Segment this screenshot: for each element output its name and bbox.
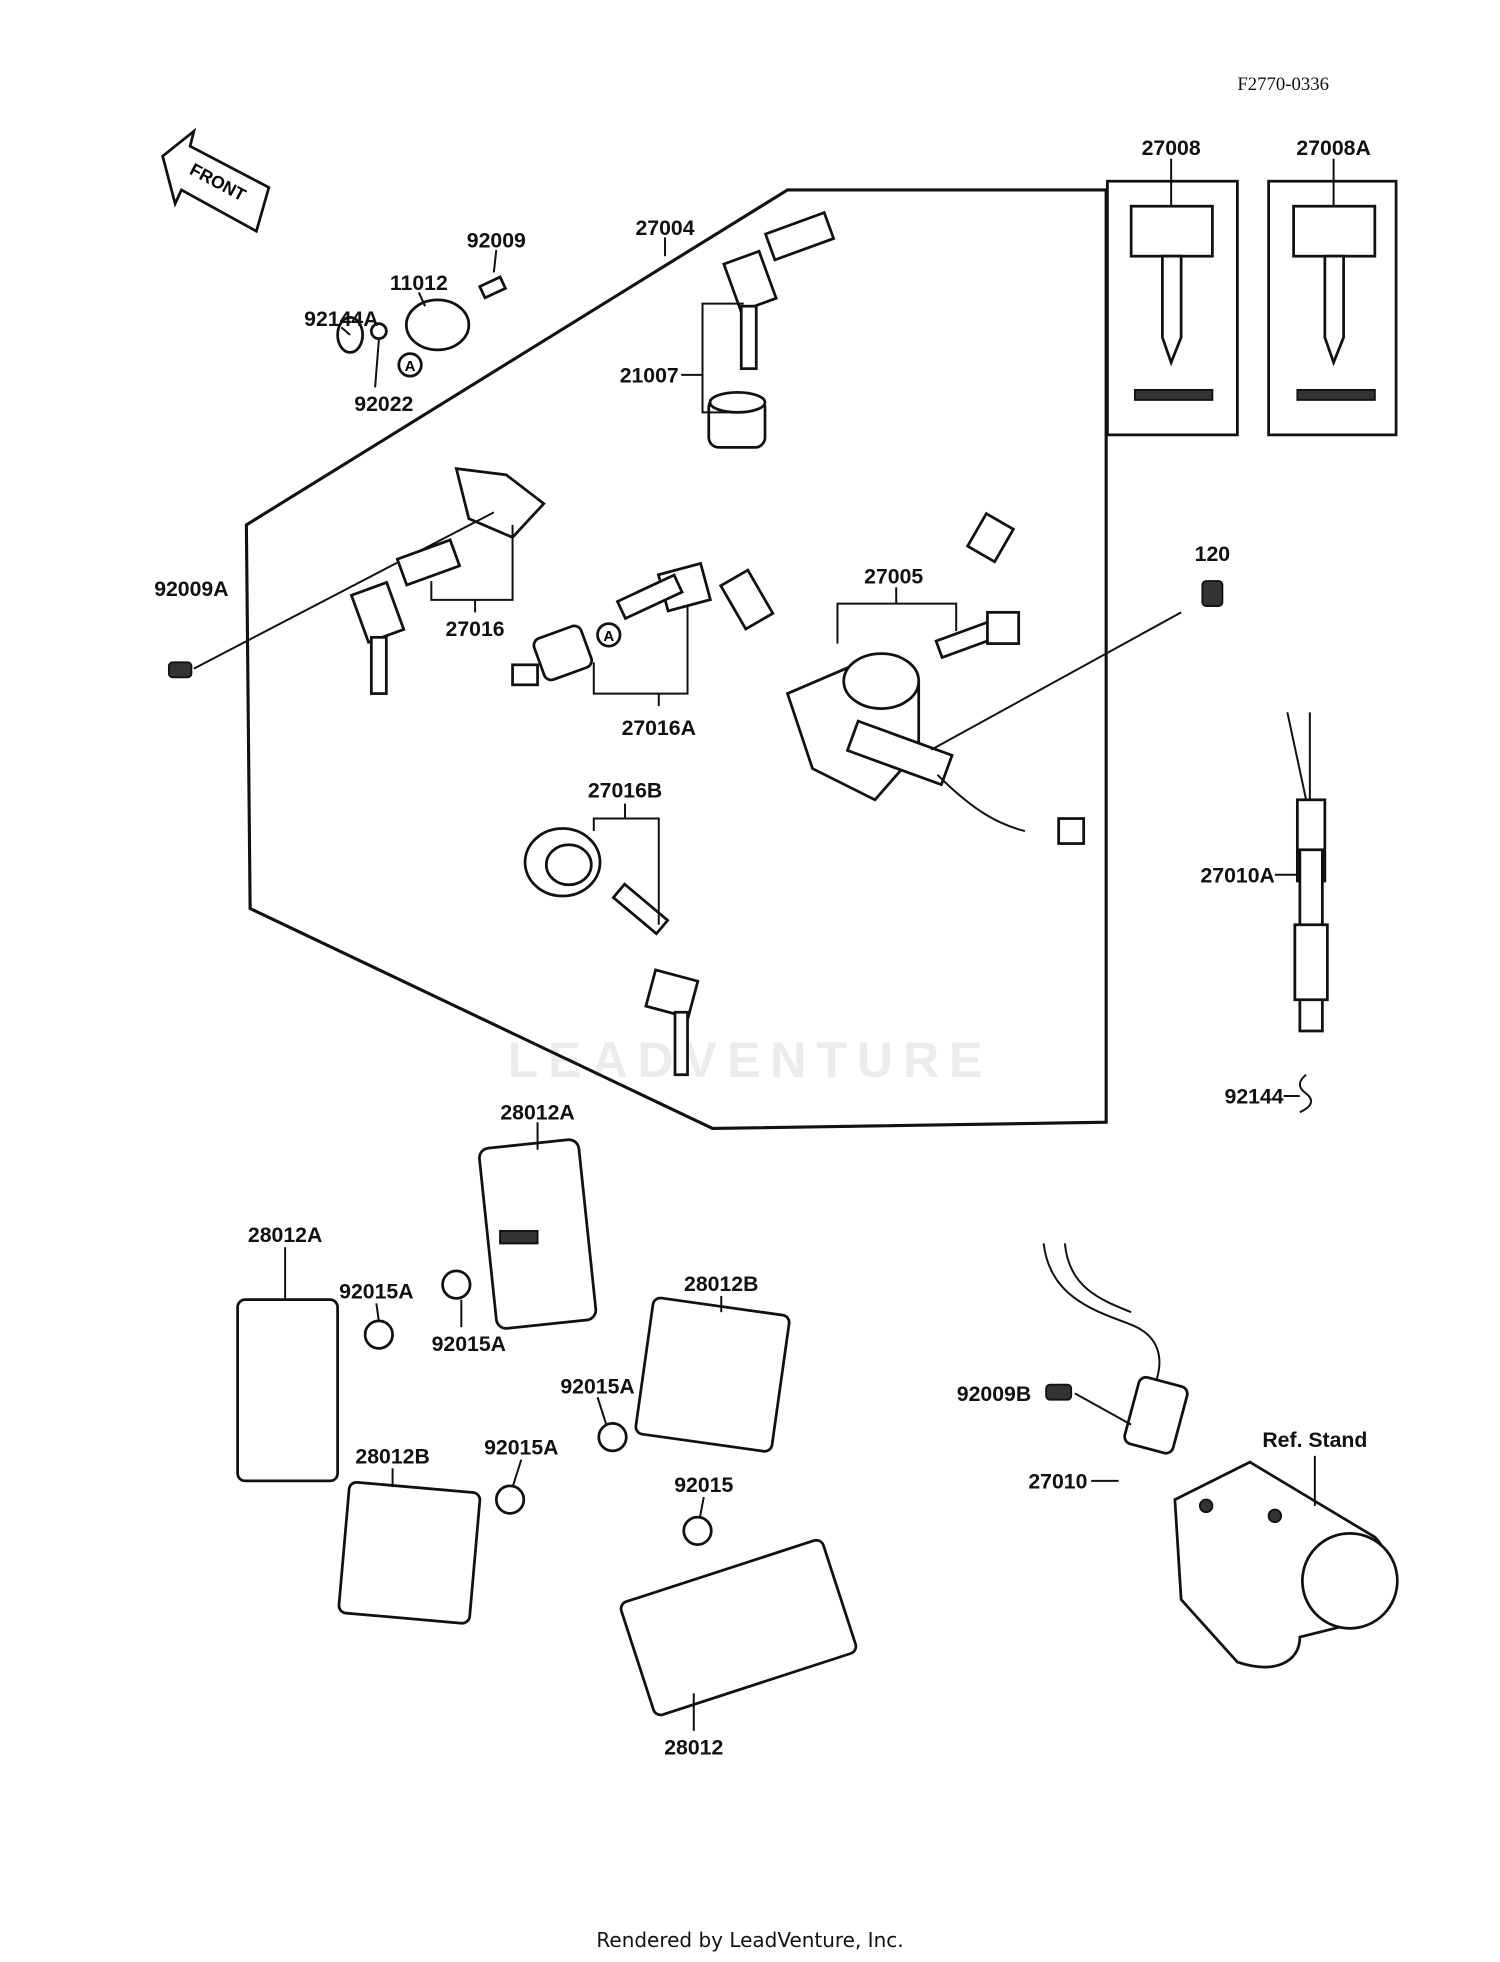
reflector-28012A-top: [478, 1122, 598, 1330]
reflector-28012A-left: [236, 1247, 339, 1483]
part-27005: [785, 511, 1224, 845]
key-27008: [1106, 158, 1239, 437]
label-27016A: 27016A: [622, 716, 696, 740]
label-92015A-4: 92015A: [484, 1436, 558, 1460]
label-92015A-2: 92015A: [432, 1332, 506, 1356]
label-28012: 28012: [664, 1736, 723, 1760]
label-92015A-1: 92015A: [339, 1279, 413, 1303]
front-arrow-icon: FRONT: [161, 127, 271, 234]
label-27008A: 27008A: [1296, 136, 1370, 160]
label-28012A-left: 28012A: [248, 1223, 322, 1247]
label-92144A: 92144A: [304, 307, 378, 331]
reflector-28012B-left: [337, 1468, 482, 1625]
label-28012B-right: 28012B: [684, 1272, 758, 1296]
callout-letter: A: [603, 628, 614, 645]
diagram-code: F2770-0336: [1237, 74, 1329, 95]
callout-a-1: A: [397, 352, 423, 378]
label-27008: 27008: [1142, 136, 1201, 160]
label-11012: 11012: [390, 271, 448, 295]
label-92022: 92022: [354, 392, 413, 416]
label-28012A-top: 28012A: [500, 1101, 574, 1125]
label-92144: 92144: [1225, 1084, 1284, 1108]
label-21007: 21007: [620, 363, 679, 387]
part-27016: [167, 467, 546, 695]
nuts-92015: [363, 1269, 713, 1546]
part-27010-stand-switch: [1042, 1243, 1399, 1669]
reflector-28012: [619, 1538, 858, 1731]
label-92015A-3: 92015A: [560, 1374, 634, 1398]
label-27016B: 27016B: [588, 778, 662, 802]
key-27008A: [1267, 158, 1398, 437]
label-27016: 27016: [446, 617, 505, 641]
label-ref-stand: Ref. Stand: [1262, 1428, 1367, 1452]
part-27016A: [511, 561, 775, 707]
part-27016B: [523, 803, 700, 1077]
parts-cap-assembly: [336, 249, 508, 388]
label-92009: 92009: [467, 228, 526, 252]
label-28012B-left: 28012B: [355, 1444, 429, 1468]
callout-letter: A: [405, 358, 416, 375]
label-120: 120: [1195, 542, 1230, 566]
part-21007: [681, 210, 836, 449]
label-27005: 27005: [864, 565, 923, 589]
label-27010A: 27010A: [1200, 863, 1274, 887]
label-27004: 27004: [635, 216, 694, 240]
reflector-28012B-right: [634, 1295, 791, 1453]
footer-credit: Rendered by LeadVenture, Inc.: [596, 1928, 903, 1952]
label-27010: 27010: [1028, 1469, 1087, 1493]
label-92009B: 92009B: [957, 1382, 1031, 1406]
part-27010A: [1274, 712, 1329, 1114]
callout-a-2: A: [596, 622, 622, 648]
label-92015: 92015: [674, 1473, 733, 1497]
label-92009A: 92009A: [154, 577, 228, 601]
watermark: LEADVENTURE: [508, 1032, 993, 1088]
